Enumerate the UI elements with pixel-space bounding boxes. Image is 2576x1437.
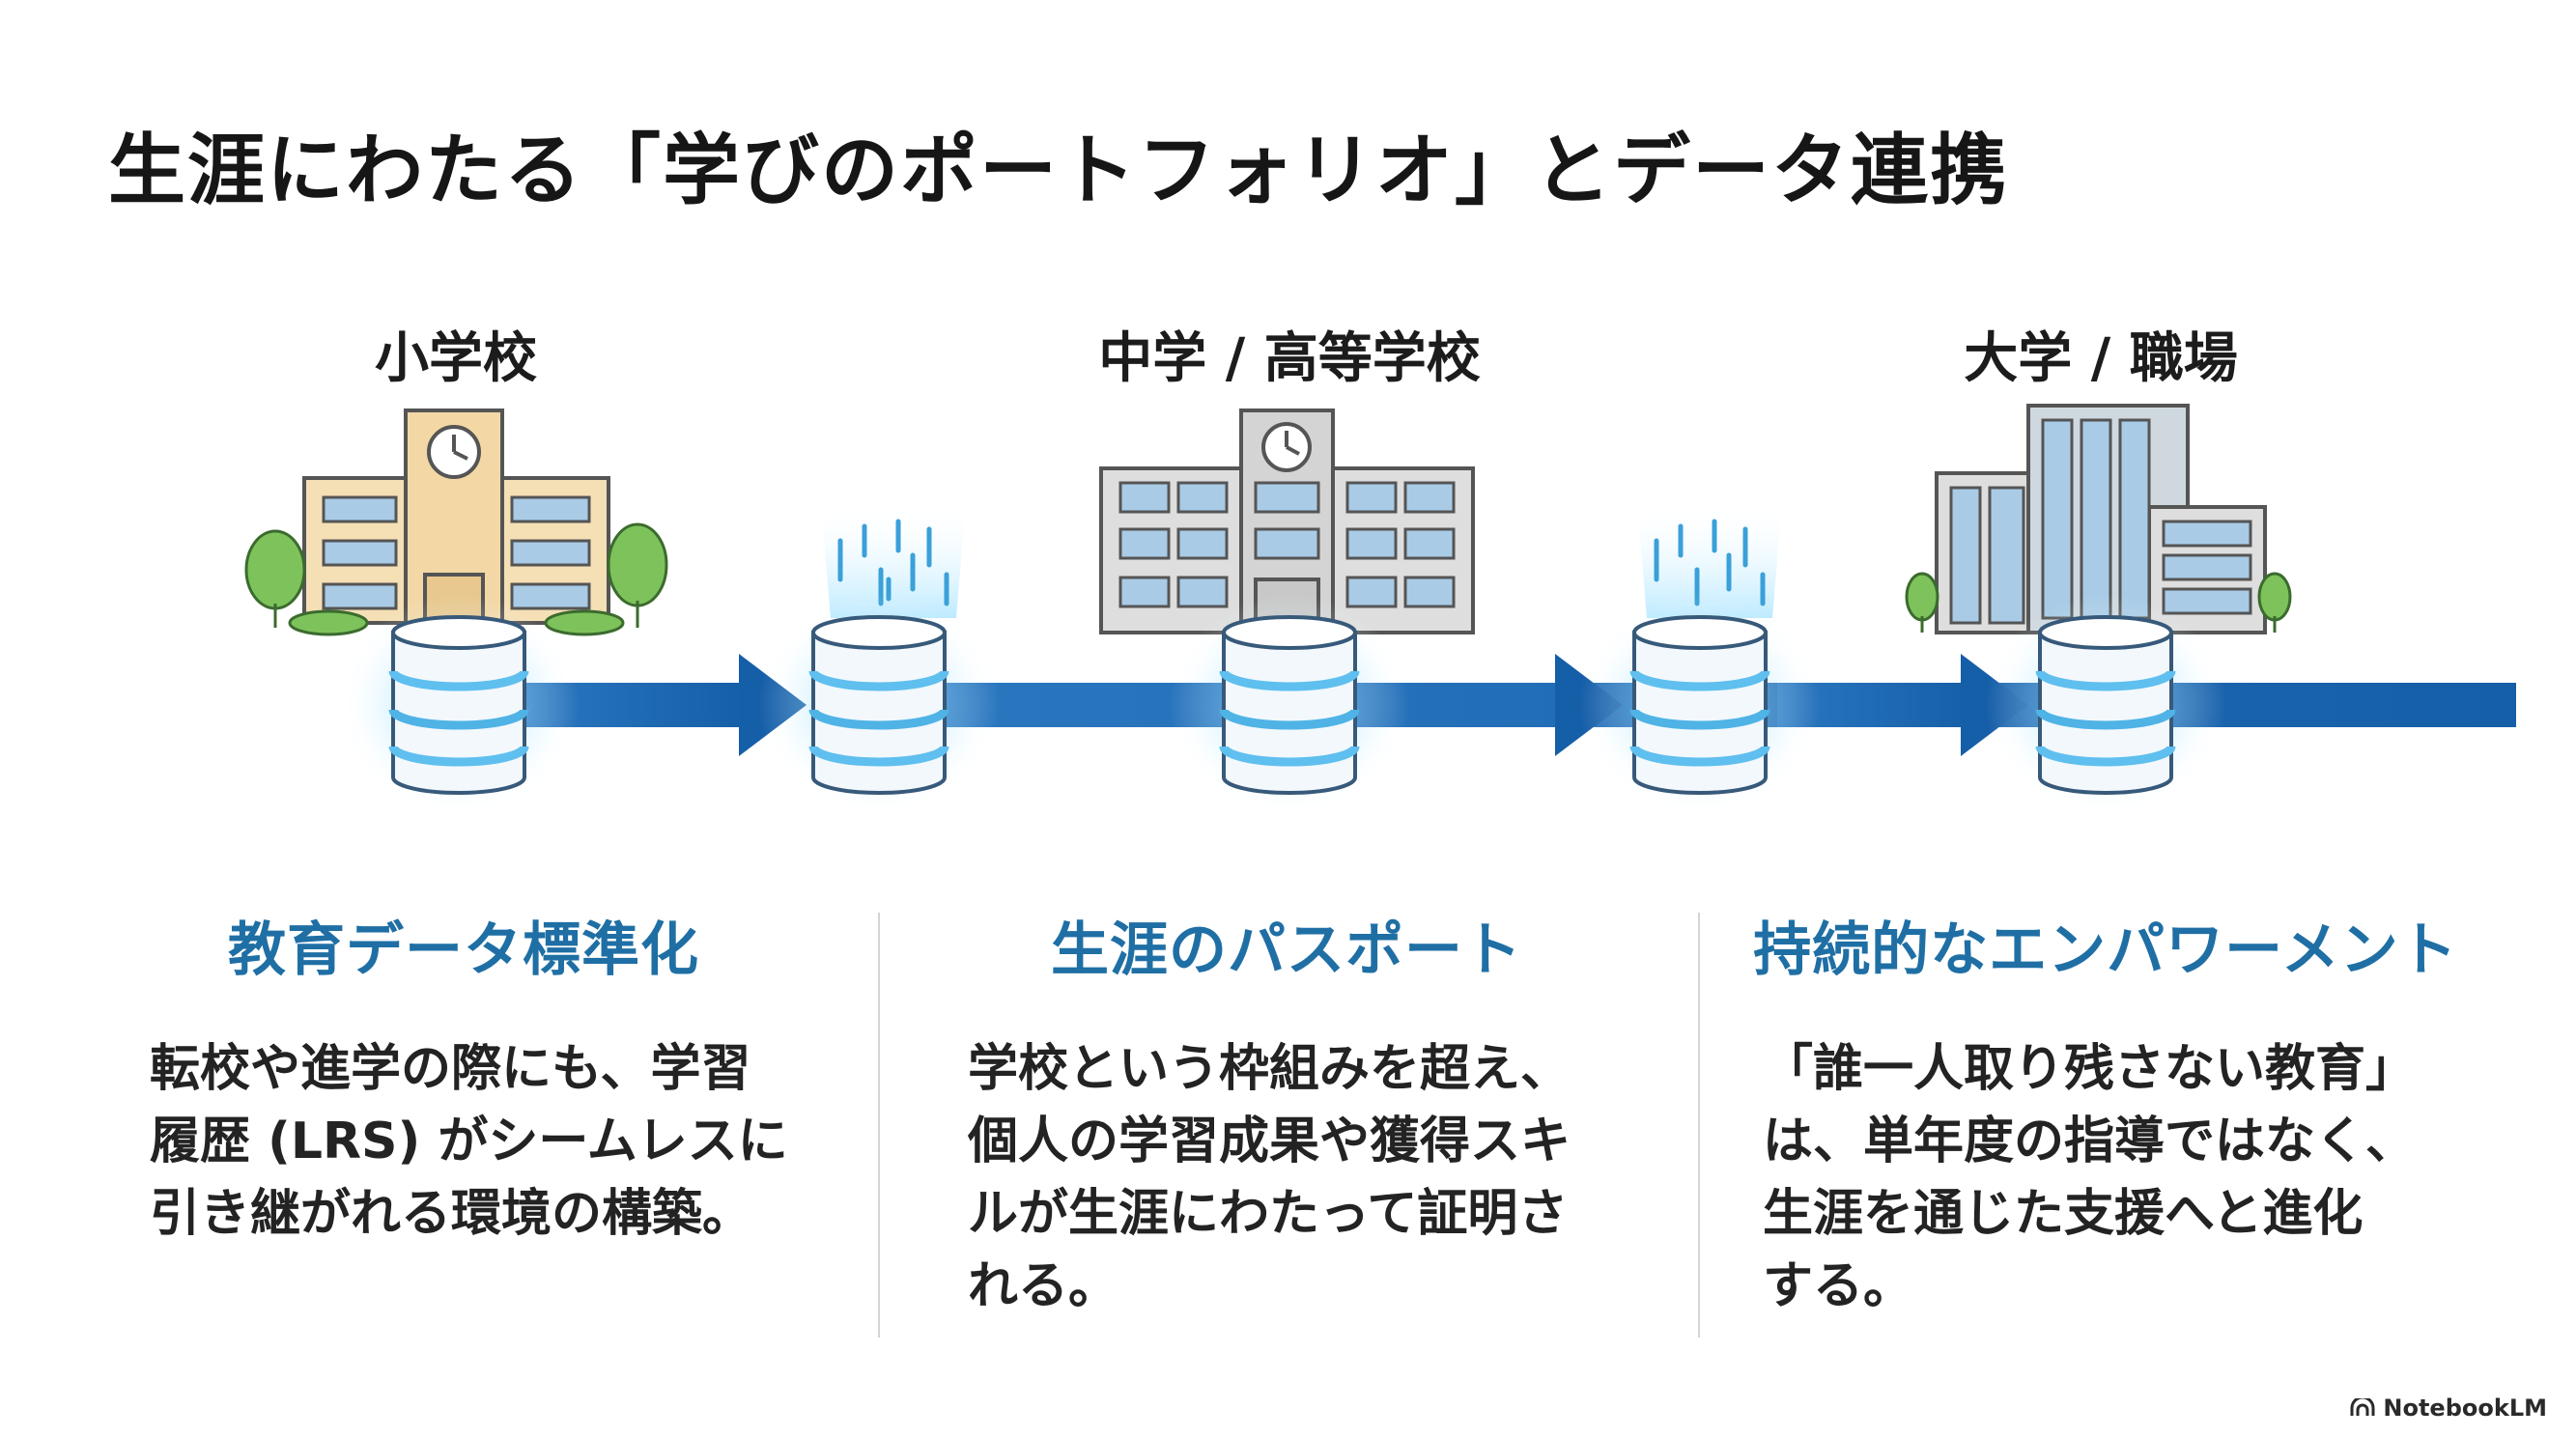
column-divider bbox=[878, 913, 880, 1338]
column-lifelong-passport: 生涯のパスポート 学校という枠組みを超え、 個人の学習成果や獲得スキ ルが生涯に… bbox=[920, 903, 1654, 1323]
brand-watermark: NotebookLM bbox=[2350, 1395, 2547, 1422]
stage-label-elementary: 小学校 bbox=[375, 327, 537, 390]
column-standardization: 教育データ標準化 転校や進学の際にも、学習 履歴 (LRS) がシームレスに 引… bbox=[97, 903, 831, 1251]
column-heading: 教育データ標準化 bbox=[228, 916, 699, 984]
column-body: 「誰一人取り残さない教育」 は、単年度の指導ではなく、 生涯を通じた支援へと進化… bbox=[1763, 1040, 2417, 1315]
notebooklm-logo-icon bbox=[2350, 1398, 2375, 1416]
column-heading: 生涯のパスポート bbox=[1051, 916, 1522, 984]
data-stream-1 bbox=[821, 502, 966, 618]
database-university-icon bbox=[1985, 594, 2226, 816]
column-body: 転校や進学の際にも、学習 履歴 (LRS) がシームレスに 引き継がれる環境の構… bbox=[150, 1040, 788, 1243]
database-transfer-1-icon bbox=[758, 594, 1000, 816]
column-body: 学校という枠組みを超え、 個人の学習成果や獲得スキ ルが生涯にわたって証明さ れ… bbox=[968, 1040, 1571, 1315]
stage-label-secondary: 中学 / 高等学校 bbox=[1098, 327, 1481, 390]
brand-text: NotebookLM bbox=[2383, 1395, 2547, 1422]
column-heading: 持続的なエンパワーメント bbox=[1753, 916, 2458, 984]
page-title: 生涯にわたる「学びのポートフォリオ」とデータ連携 bbox=[108, 126, 2009, 215]
data-stream-2 bbox=[1637, 502, 1782, 618]
database-elementary-icon bbox=[338, 594, 580, 816]
database-transfer-2-icon bbox=[1579, 594, 1821, 816]
office-building-icon bbox=[1905, 404, 2292, 634]
stage-label-university-work: 大学 / 職場 bbox=[1964, 327, 2238, 390]
column-divider bbox=[1698, 913, 1700, 1338]
database-group bbox=[338, 594, 2226, 816]
database-secondary-icon bbox=[1169, 594, 1410, 816]
column-empowerment: 持続的なエンパワーメント 「誰一人取り残さない教育」 は、単年度の指導ではなく、… bbox=[1739, 903, 2473, 1323]
